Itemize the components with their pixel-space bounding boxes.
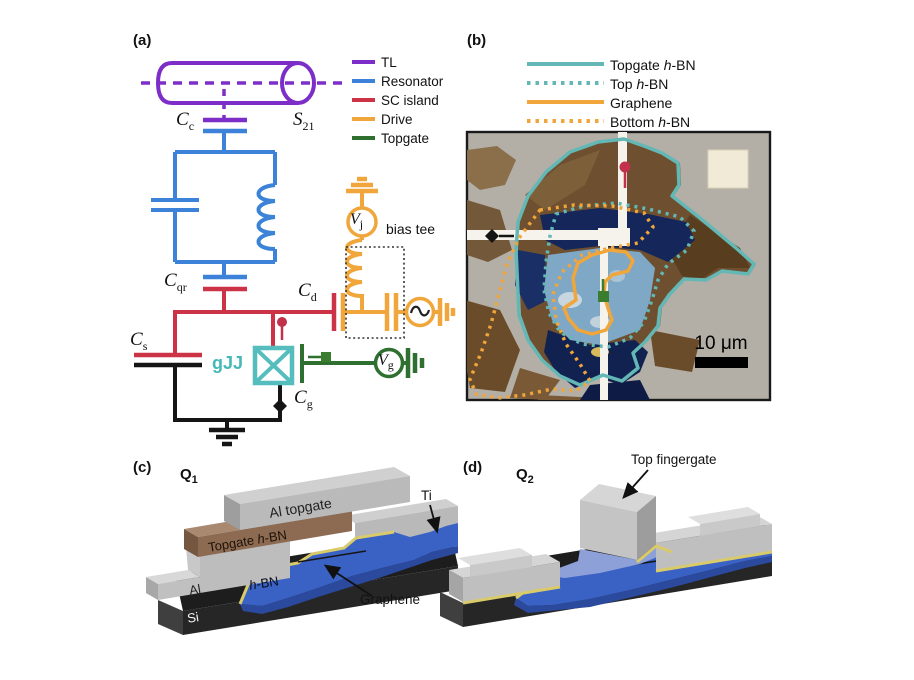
legend-a-topgate: Topgate xyxy=(381,131,430,146)
cqr-label: Cqr xyxy=(164,270,187,294)
q2-label: Q2 xyxy=(516,466,534,486)
capacitor-cqr xyxy=(203,274,247,312)
coax-transmission-line xyxy=(141,61,346,120)
electrodes xyxy=(467,132,630,400)
outline-graphene xyxy=(562,248,635,336)
graphene-arrow-c xyxy=(323,564,373,597)
al-contact-front xyxy=(158,577,200,600)
graphene-line-c xyxy=(297,550,367,563)
sc-island-wires xyxy=(173,293,337,355)
panel-b-tag: (b) xyxy=(467,32,487,49)
device-q1-schematic xyxy=(146,467,459,635)
gate-pin-green-square xyxy=(321,352,331,362)
al-contact-left-d xyxy=(463,562,560,602)
gjj-label: gJJ xyxy=(212,353,244,373)
capacitor-cs xyxy=(134,352,202,368)
vg-label: Vg xyxy=(378,352,394,373)
panel-d-tag: (d) xyxy=(463,459,483,476)
topgate-branch xyxy=(300,344,425,383)
q1-label: Q1 xyxy=(180,466,198,486)
cd-label: Cd xyxy=(298,280,317,304)
source-pin-black-diamond xyxy=(273,399,287,413)
outline-top-hbn xyxy=(542,201,696,349)
ac-tilde-icon xyxy=(409,305,431,317)
photo-drain-marker xyxy=(619,161,631,188)
hbn-flake-c xyxy=(240,523,458,606)
scale-bar xyxy=(695,357,748,368)
drive-branch xyxy=(340,176,456,331)
device-photo xyxy=(465,130,772,402)
bias-tee-label: bias tee xyxy=(386,221,436,237)
panel-a-legend-swatches xyxy=(352,60,375,140)
al-mesa-front xyxy=(200,540,290,593)
panel-a-tag: (a) xyxy=(133,32,152,49)
bias-tee-inductor xyxy=(345,238,364,312)
legend-a-resonator: Resonator xyxy=(381,74,444,89)
ti-label: Ti xyxy=(421,488,432,503)
cs-label: Cs xyxy=(130,329,148,353)
legend-b-top-hbn: Top h-BN xyxy=(610,76,669,92)
topgate-hbn-slab xyxy=(198,511,352,557)
outline-topgate-hbn xyxy=(514,137,756,387)
photo-source-marker xyxy=(485,229,514,243)
thin-hbn-strip xyxy=(540,545,672,578)
bond-pad xyxy=(707,149,749,189)
legend-b-topgate-hbn: Topgate h-BN xyxy=(610,57,696,73)
al-contact-right-d xyxy=(656,524,772,570)
legend-a-sc-island: SC island xyxy=(381,93,439,108)
scale-bar-label: 10 μm xyxy=(694,333,748,354)
coupling-capacitor-cc xyxy=(203,117,247,152)
al-topgate-slab xyxy=(240,476,410,530)
panel-b-legend-swatches xyxy=(527,62,604,123)
panel-c-tag: (c) xyxy=(133,459,152,476)
bias-tee-box xyxy=(345,246,405,339)
si-substrate-front xyxy=(183,566,458,635)
cc-label: Cc xyxy=(176,109,195,133)
outline-bottom-hbn xyxy=(468,203,655,400)
si-label: Si xyxy=(186,609,200,626)
legend-b-bottom-hbn: Bottom h-BN xyxy=(610,114,691,130)
inductor-coil xyxy=(256,183,276,251)
graphene-label: Graphene xyxy=(360,592,421,607)
legend-a-drive: Drive xyxy=(381,112,413,127)
top-fingergate-label: Top fingergate xyxy=(631,452,717,467)
photo-gate-marker xyxy=(598,279,609,302)
drain-pin-red-circle xyxy=(277,317,287,340)
ti-arrow xyxy=(426,504,441,534)
cg-label: Cg xyxy=(294,387,313,411)
s21-label: S21 xyxy=(293,109,315,133)
gjj-junction-box xyxy=(252,345,295,386)
al-label: Al xyxy=(188,581,202,598)
device-q2-schematic xyxy=(440,469,773,627)
resonator-loop xyxy=(151,150,277,277)
legend-b-graphene: Graphene xyxy=(610,95,673,111)
vj-label: Vj xyxy=(350,211,364,232)
top-fingergate-block xyxy=(580,500,637,560)
fingergate-arrow xyxy=(622,469,649,500)
legend-a-tl: TL xyxy=(381,55,397,70)
